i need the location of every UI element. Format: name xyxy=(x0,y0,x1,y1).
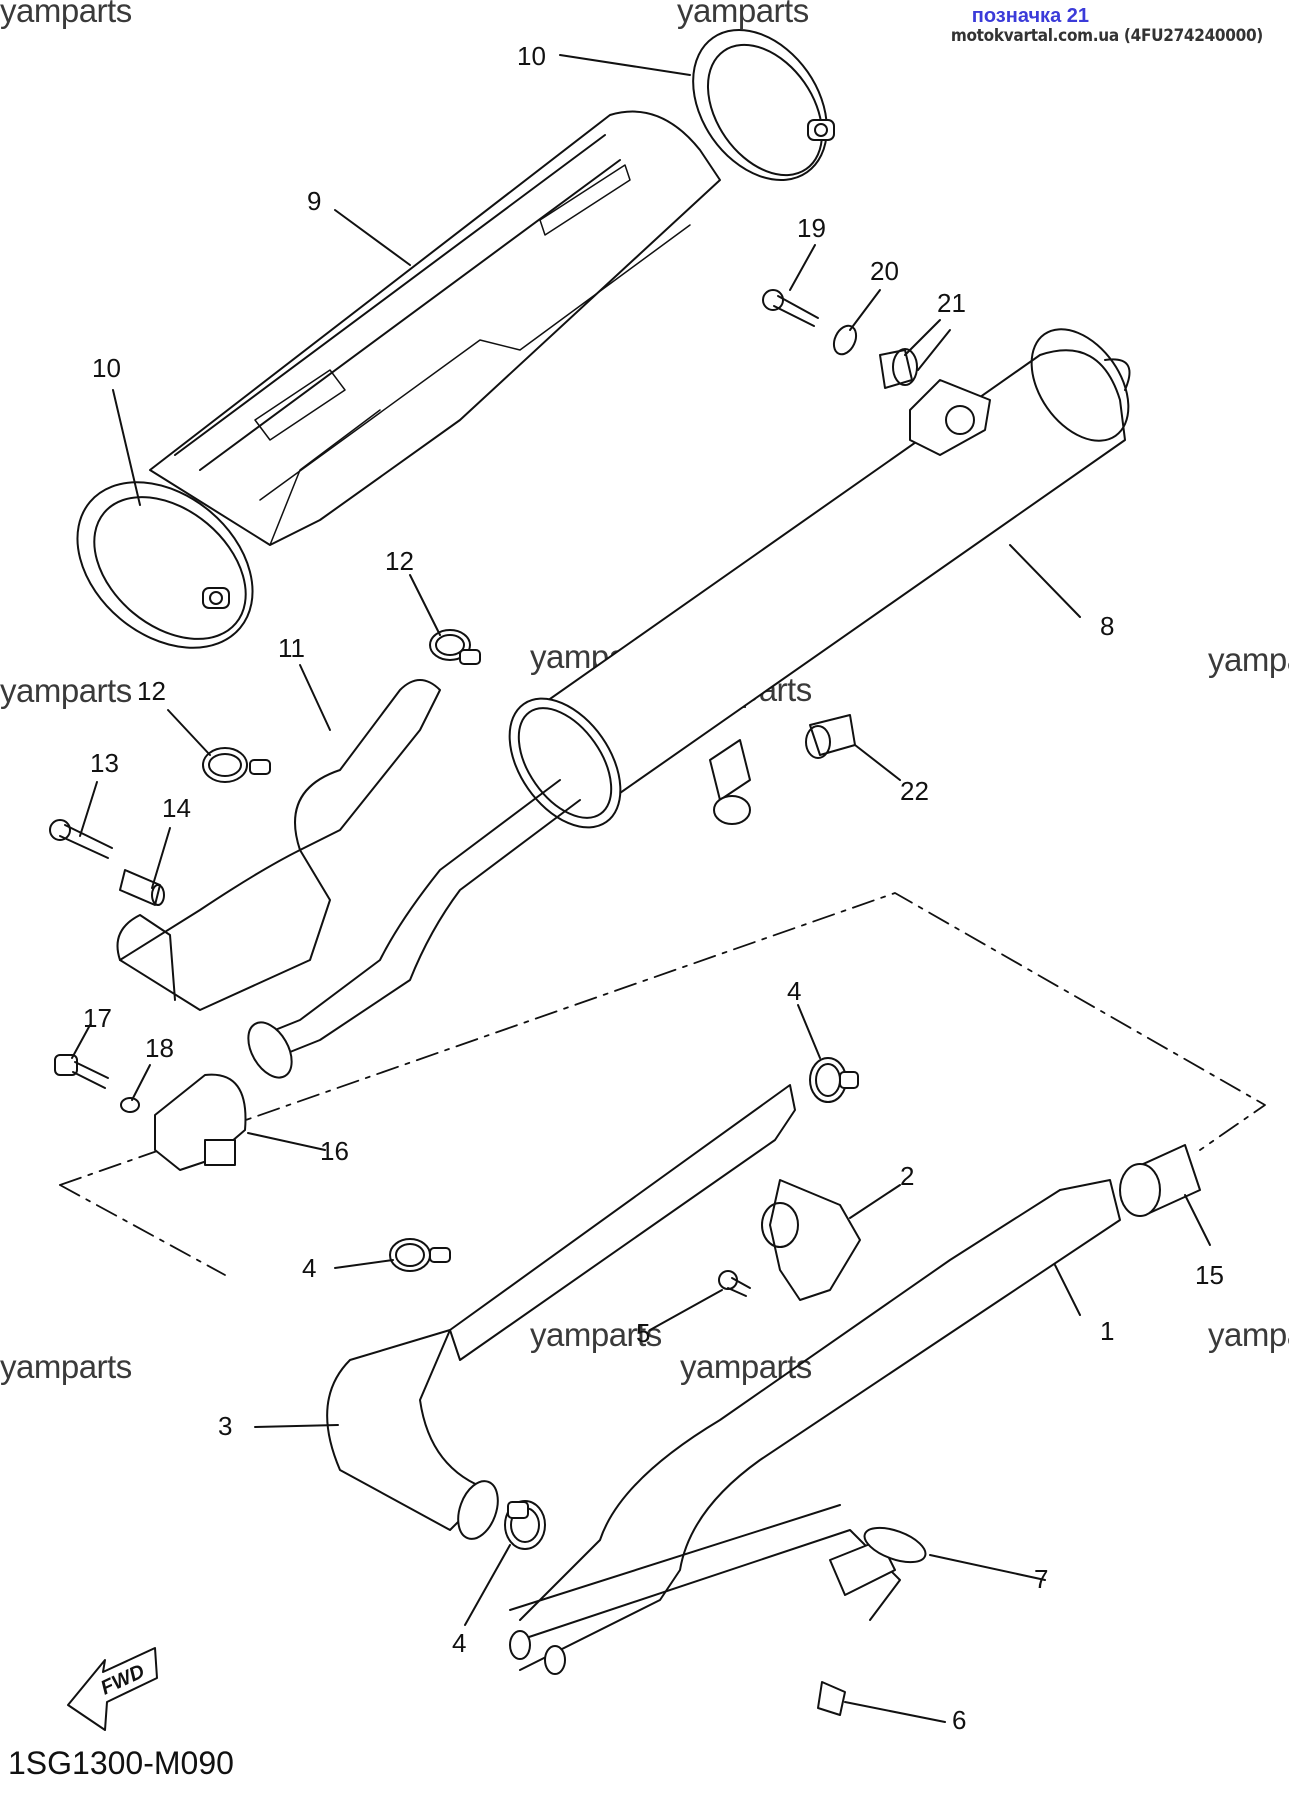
callout-16[interactable]: 16 xyxy=(320,1136,349,1166)
callout-19[interactable]: 19 xyxy=(797,213,826,243)
callout-17[interactable]: 17 xyxy=(83,1003,112,1033)
callout-22[interactable]: 22 xyxy=(900,776,929,806)
muffler xyxy=(247,328,1131,1079)
watermark: yamparts xyxy=(1208,641,1289,678)
watermark: yamparts xyxy=(0,0,132,29)
bolt-13 xyxy=(49,819,113,859)
callout-4[interactable]: 4 xyxy=(452,1628,467,1658)
watermark: yamparts xyxy=(677,0,809,29)
callout-6[interactable]: 6 xyxy=(952,1705,967,1735)
collar-14 xyxy=(119,869,165,906)
band-left xyxy=(76,481,254,649)
protector-11 xyxy=(116,679,441,1011)
callout-10[interactable]: 10 xyxy=(92,353,121,383)
callout-9[interactable]: 9 xyxy=(307,186,322,216)
gasket-7 xyxy=(863,1526,927,1564)
muffler-protector xyxy=(149,110,721,546)
bolt-17 xyxy=(54,1054,109,1089)
callout-15[interactable]: 15 xyxy=(1195,1260,1224,1290)
washer-20 xyxy=(832,324,858,356)
hose-clamp-4c xyxy=(504,1500,546,1550)
bolt-19 xyxy=(762,289,819,327)
band-top xyxy=(692,29,835,181)
washer-18 xyxy=(120,1097,140,1113)
header-title: позначка 21 xyxy=(971,5,1089,27)
nut-6 xyxy=(817,1681,846,1716)
assembly-boundary xyxy=(59,892,1266,1186)
callout-5[interactable]: 5 xyxy=(636,1318,651,1348)
clamp-16 xyxy=(154,1073,247,1171)
callout-10[interactable]: 10 xyxy=(517,41,546,71)
leader-lines xyxy=(71,54,1211,1723)
callout-2[interactable]: 2 xyxy=(900,1161,915,1191)
callout-12[interactable]: 12 xyxy=(385,546,414,576)
callout-14[interactable]: 14 xyxy=(162,793,191,823)
callout-4[interactable]: 4 xyxy=(787,976,802,1006)
watermark: yamparts xyxy=(680,1348,812,1385)
callout-4[interactable]: 4 xyxy=(302,1253,317,1283)
exhaust-pipe-protector xyxy=(326,1084,796,1540)
callout-11[interactable]: 11 xyxy=(278,633,305,663)
callout-8[interactable]: 8 xyxy=(1100,611,1115,641)
callout-21[interactable]: 21 xyxy=(937,288,966,318)
callout-12[interactable]: 12 xyxy=(137,676,166,706)
damper-22 xyxy=(805,714,856,759)
callout-3[interactable]: 3 xyxy=(218,1411,233,1441)
watermark: yamparts xyxy=(1208,1316,1289,1353)
forward-arrow-icon xyxy=(67,1647,158,1731)
hose-clamp-4a xyxy=(809,1057,859,1103)
callout-18[interactable]: 18 xyxy=(145,1033,174,1063)
hose-clamp-12a xyxy=(429,629,481,665)
callout-1[interactable]: 1 xyxy=(1100,1316,1115,1346)
bolt-5 xyxy=(718,1270,751,1297)
bracket-2 xyxy=(761,1179,861,1301)
callout-7[interactable]: 7 xyxy=(1034,1564,1049,1594)
callout-20[interactable]: 20 xyxy=(870,256,899,286)
diagram-code: 1SG1300-M090 xyxy=(8,1745,234,1781)
hose-clamp-4b xyxy=(389,1238,451,1272)
joint-15 xyxy=(1119,1144,1201,1217)
watermark: yamparts xyxy=(0,672,132,709)
hose-clamp-12b xyxy=(202,747,271,783)
watermark: yamparts xyxy=(530,1316,662,1353)
header-subtitle: motokvartal.com.ua (4FU274240000) xyxy=(950,26,1263,46)
callout-13[interactable]: 13 xyxy=(90,748,119,778)
damper-21 xyxy=(879,348,918,389)
watermark: yamparts xyxy=(0,1348,132,1385)
